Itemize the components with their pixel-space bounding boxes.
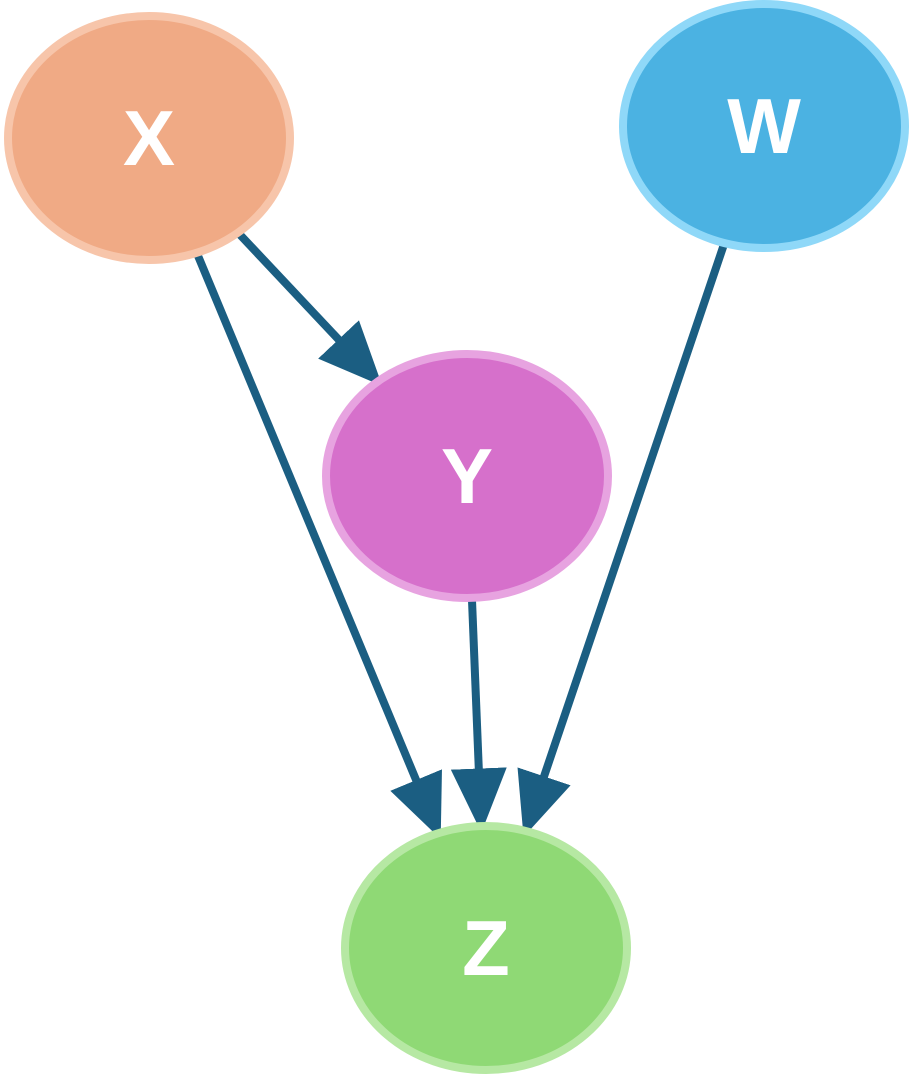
node-z-ellipse — [341, 822, 631, 1074]
edge-y-to-z — [450, 597, 507, 833]
node-z: Z — [341, 822, 631, 1074]
node-w-label: W — [727, 82, 801, 170]
node-z-label: Z — [462, 904, 510, 992]
edges-layer — [193, 229, 729, 840]
node-x: X — [4, 12, 294, 264]
node-y: Y — [322, 350, 612, 602]
node-x-ellipse — [4, 12, 294, 264]
edge-w-to-z — [517, 241, 729, 837]
node-w: W — [619, 0, 909, 252]
node-x-label: X — [123, 94, 175, 182]
node-y-ellipse — [322, 350, 612, 602]
edge-x-to-z — [193, 251, 442, 840]
nodes-layer: X W Y Z — [4, 0, 909, 1074]
edge-x-to-y — [235, 229, 383, 387]
node-y-label: Y — [441, 432, 493, 520]
node-w-ellipse — [619, 0, 909, 252]
